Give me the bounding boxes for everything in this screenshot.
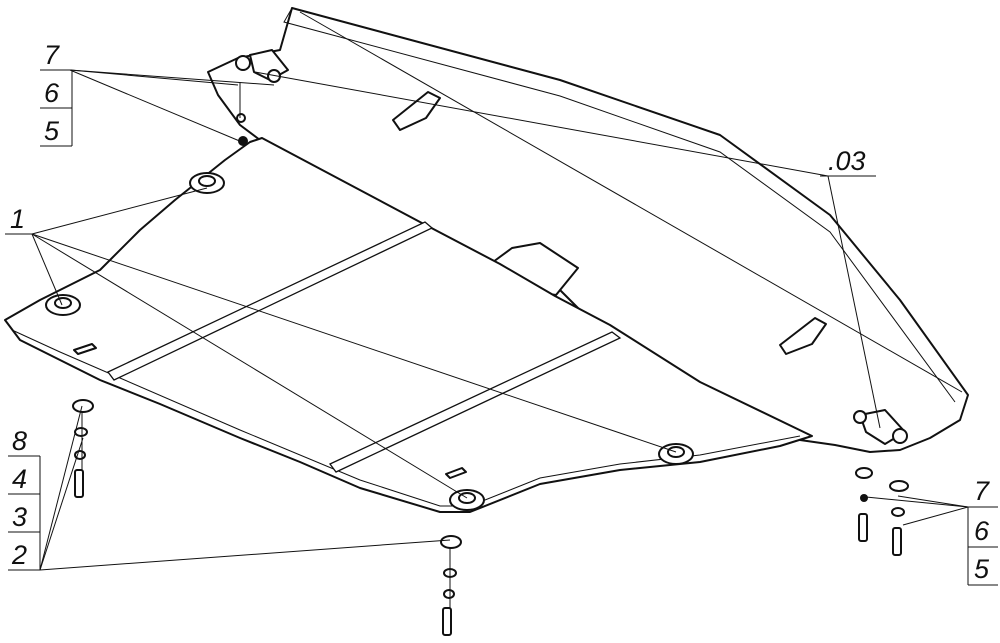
callout-bottom-left-3: 3: [12, 502, 27, 532]
callout-bracket: .03: [820, 146, 876, 177]
leader-lines: [31, 69, 969, 608]
callout-bottom-right: 7 6 5: [967, 476, 998, 586]
boss-rear-right: [658, 443, 694, 465]
callout-bottom-right-3: 5: [974, 554, 990, 584]
callout-bracket-label: .03: [828, 146, 866, 176]
fastener-stack-right-b: [889, 480, 909, 556]
callout-left-single: 1: [5, 204, 34, 235]
fastener-stack-bottom-center: [440, 535, 462, 636]
callout-bottom-left-1: 8: [12, 426, 27, 456]
callout-part-1: 1: [10, 204, 25, 234]
boss-rear-left: [189, 172, 225, 194]
callout-top-left-2: 6: [44, 78, 60, 108]
callout-bottom-right-2: 6: [974, 516, 990, 546]
fastener-stack-top-left: [236, 113, 248, 146]
callout-top-left-3: 5: [44, 116, 60, 146]
callout-top-left: 7 6 5: [40, 40, 73, 147]
callout-top-left-1: 7: [44, 40, 60, 70]
fastener-stack-right-a: [855, 467, 873, 542]
boss-front-left: [45, 294, 81, 316]
callout-bottom-left-4: 2: [11, 540, 27, 570]
callout-bottom-left-2: 4: [12, 464, 27, 494]
skid-plate: [4, 137, 813, 513]
fastener-stack-bottom-left: [72, 399, 94, 498]
callout-bottom-left: 8 4 3 2: [8, 426, 41, 571]
boss-front-center: [449, 489, 485, 511]
callout-bottom-right-1: 7: [974, 476, 990, 506]
